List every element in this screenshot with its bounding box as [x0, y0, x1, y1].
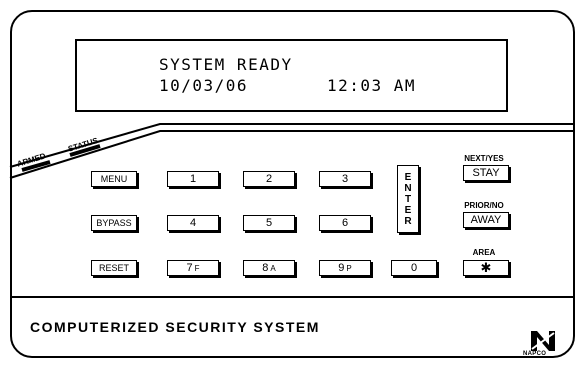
- key-4-button[interactable]: 4: [167, 215, 219, 231]
- prior-no-label: PRIOR/NO: [464, 201, 504, 210]
- enter-letter: R: [404, 215, 412, 227]
- key-9-label: 9: [338, 262, 345, 274]
- footer-title: COMPUTERIZED SECURITY SYSTEM: [30, 319, 320, 335]
- key-7-label: 7: [186, 262, 193, 274]
- key-9-sublabel: P: [346, 263, 352, 273]
- enter-letter: E: [404, 204, 412, 216]
- lcd-status-text: SYSTEM READY: [159, 55, 293, 74]
- key-0-button[interactable]: 0: [391, 260, 437, 276]
- bypass-button[interactable]: BYPASS: [91, 215, 137, 231]
- area-star-button[interactable]: ✱: [463, 260, 509, 276]
- key-3-button[interactable]: 3: [319, 171, 371, 187]
- enter-letter: E: [404, 171, 412, 183]
- key-8-sublabel: A: [270, 263, 276, 273]
- lcd-time-text: 12:03 AM: [327, 76, 417, 95]
- next-yes-label: NEXT/YES: [464, 154, 504, 163]
- key-8-label: 8: [262, 262, 269, 274]
- key-2-button[interactable]: 2: [243, 171, 295, 187]
- key-5-button[interactable]: 5: [243, 215, 295, 231]
- enter-button[interactable]: E N T E R: [397, 165, 419, 233]
- lcd-display: SYSTEM READY 10/03/06 12:03 AM: [75, 39, 508, 112]
- napco-logo-icon: [531, 331, 555, 351]
- enter-letter: T: [404, 193, 412, 205]
- footer-divider: [10, 296, 575, 298]
- reset-button[interactable]: RESET: [91, 260, 137, 276]
- key-1-button[interactable]: 1: [167, 171, 219, 187]
- key-6-button[interactable]: 6: [319, 215, 371, 231]
- enter-letter: N: [404, 182, 412, 194]
- key-7-sublabel: F: [194, 263, 200, 273]
- area-label: AREA: [472, 248, 496, 257]
- menu-button[interactable]: MENU: [91, 171, 137, 187]
- stay-button[interactable]: STAY: [463, 165, 509, 181]
- napco-brand-text: NAPCO: [523, 351, 547, 357]
- lcd-date-text: 10/03/06: [159, 76, 249, 95]
- away-button[interactable]: AWAY: [463, 212, 509, 228]
